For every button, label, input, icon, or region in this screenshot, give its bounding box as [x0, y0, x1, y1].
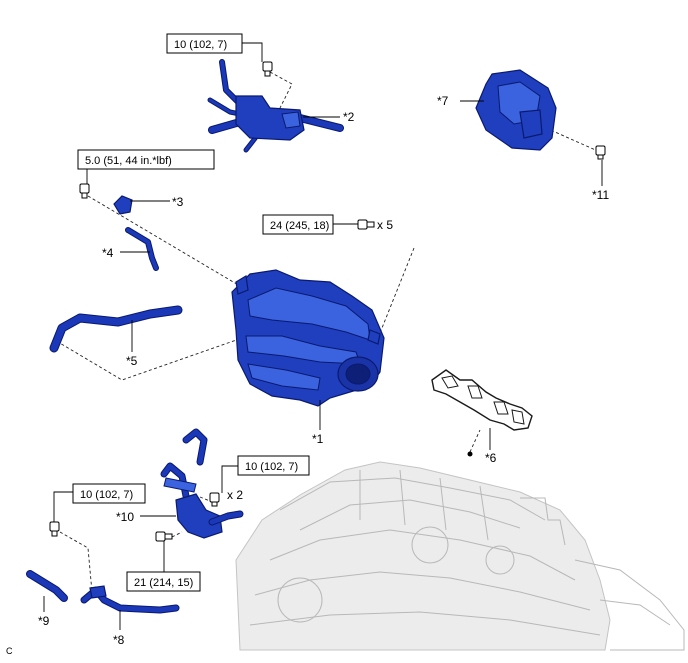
part-5-long-hose — [49, 305, 183, 353]
part-label-3: *3 — [172, 195, 184, 209]
bolt-icon — [79, 183, 90, 199]
part-label-2: *2 — [343, 110, 355, 124]
torque-spec-text: 24 (245, 18) — [270, 220, 329, 232]
gasket-dot-marker — [467, 451, 473, 457]
torque-spec-text: 10 (102, 7) — [245, 461, 298, 473]
label-leaders — [43, 42, 603, 630]
torque-spec-6: 21 (214, 15) — [126, 571, 201, 592]
torque-spec-3: 24 (245, 18) — [262, 214, 334, 235]
bolt-icon — [595, 145, 606, 160]
part-2-harness-bracket — [207, 59, 344, 153]
part-label-5: *5 — [126, 354, 138, 368]
torque-spec-text: 10 (102, 7) — [80, 489, 133, 501]
torque-spec-1: 10 (102, 7) — [166, 33, 243, 54]
part-7-bracket — [475, 69, 557, 151]
part-4-small-hose — [125, 227, 159, 271]
bolt-icon — [357, 219, 375, 230]
part-label-8: *8 — [113, 633, 125, 647]
engine-background — [235, 461, 685, 651]
bolt-icon — [49, 521, 60, 537]
torque-spec-2: 5.0 (51, 44 in.*lbf) — [77, 149, 215, 170]
torque-spec-4: 10 (102, 7) — [237, 455, 310, 476]
quantity-note-x5: x 5 — [377, 218, 393, 232]
torque-spec-text: 5.0 (51, 44 in.*lbf) — [85, 155, 172, 167]
part-label-7: *7 — [437, 94, 449, 108]
bolt-icon — [262, 61, 273, 77]
part-10-bracket-hoses — [160, 428, 244, 539]
torque-spec-text: 10 (102, 7) — [174, 39, 227, 51]
quantity-note-x2: x 2 — [227, 488, 243, 502]
bolt-icon — [155, 531, 173, 542]
part-8-pipe — [80, 585, 180, 614]
part-9-hose — [26, 570, 68, 602]
part-label-11: *11 — [592, 188, 609, 202]
part-label-4: *4 — [102, 246, 114, 260]
torque-spec-5: 10 (102, 7) — [72, 483, 146, 504]
part-label-9: *9 — [38, 614, 50, 628]
dashed-leaders — [57, 71, 601, 593]
part-label-1: *1 — [312, 432, 324, 446]
part-1-intake-manifold — [231, 269, 385, 407]
torque-spec-text: 21 (214, 15) — [134, 577, 193, 589]
part-3-small-bracket — [113, 195, 133, 215]
part-label-10: *10 — [116, 510, 134, 524]
bolts — [49, 61, 606, 542]
figure-corner-letter: C — [6, 646, 13, 656]
part-label-6: *6 — [485, 451, 497, 465]
bolt-icon — [209, 492, 220, 507]
part-6-gasket — [431, 369, 533, 457]
